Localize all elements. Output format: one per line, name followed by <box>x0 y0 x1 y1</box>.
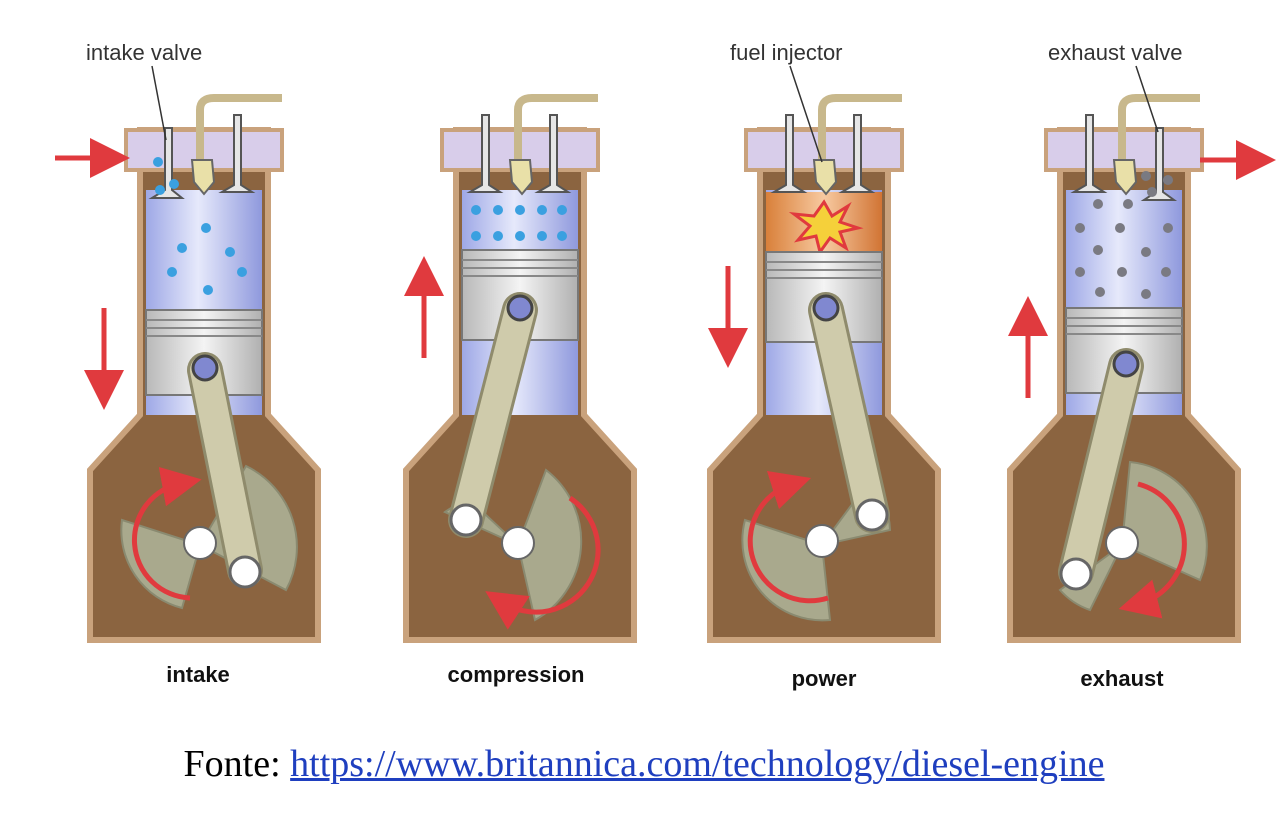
wrist-pin <box>814 296 838 320</box>
intake-air-particle <box>225 247 235 257</box>
compressed-air-particle <box>557 231 567 241</box>
exhaust-gas-particle <box>1095 287 1105 297</box>
stroke-label-intake: intake <box>166 662 230 687</box>
exhaust-gas-particle <box>1093 245 1103 255</box>
compressed-air-particle <box>557 205 567 215</box>
intake-air-particle <box>177 243 187 253</box>
exhaust-gas-particle <box>1141 171 1151 181</box>
exhaust-gas-particle <box>1163 175 1173 185</box>
intake-air-particle <box>167 267 177 277</box>
intake-valve-callout: intake valve <box>86 40 202 65</box>
intake-air-particle <box>201 223 211 233</box>
source-link[interactable]: https://www.britannica.com/technology/di… <box>290 743 1104 785</box>
crankshaft-center <box>502 527 534 559</box>
crankshaft-center <box>1106 527 1138 559</box>
exhaust-gas-particle <box>1147 187 1157 197</box>
compressed-air-particle <box>493 205 503 215</box>
compressed-air-particle <box>515 205 525 215</box>
exhaust-gas-particle <box>1093 199 1103 209</box>
exhaust-gas-particle <box>1123 199 1133 209</box>
stroke-label-power: power <box>792 666 857 691</box>
exhaust-gas-particle <box>1115 223 1125 233</box>
exhaust-gas-particle <box>1141 289 1151 299</box>
exhaust-gas-particle <box>1161 267 1171 277</box>
compressed-air-particle <box>471 205 481 215</box>
compressed-air-particle <box>515 231 525 241</box>
intake-air-particle <box>155 185 165 195</box>
exhaust-gas-particle <box>1141 247 1151 257</box>
engine-unit-power: fuel injector power <box>710 40 938 691</box>
wrist-pin <box>508 296 532 320</box>
intake-air-particle <box>169 179 179 189</box>
intake-air-particle <box>203 285 213 295</box>
exhaust-valve-callout: exhaust valve <box>1048 40 1183 65</box>
compressed-air-particle <box>493 231 503 241</box>
crank-pin <box>1061 559 1091 589</box>
wrist-pin <box>1114 352 1138 376</box>
intake-air-particle <box>153 157 163 167</box>
crank-pin <box>451 505 481 535</box>
fuel-injector-callout: fuel injector <box>730 40 843 65</box>
compressed-air-particle <box>471 231 481 241</box>
compressed-air-particle <box>537 205 547 215</box>
stroke-label-exhaust: exhaust <box>1080 666 1164 691</box>
stroke-label-compression: compression <box>448 662 585 687</box>
crank-pin <box>857 500 887 530</box>
intake-air-particle <box>237 267 247 277</box>
source-citation: Fonte: https://www.britannica.com/techno… <box>0 742 1288 786</box>
wrist-pin <box>193 356 217 380</box>
compressed-air-particle <box>537 231 547 241</box>
crank-pin <box>230 557 260 587</box>
source-prefix: Fonte: <box>184 743 281 785</box>
crankshaft-center <box>184 527 216 559</box>
exhaust-gas-particle <box>1117 267 1127 277</box>
engine-unit-intake: intake valve intake <box>55 40 318 687</box>
crankshaft-center <box>806 525 838 557</box>
engine-unit-compression: compression <box>406 98 634 687</box>
engine-unit-exhaust: exhaust valve exhaust <box>1010 40 1256 691</box>
exhaust-gas-particle <box>1163 223 1173 233</box>
exhaust-gas-particle <box>1075 267 1085 277</box>
exhaust-gas-particle <box>1075 223 1085 233</box>
